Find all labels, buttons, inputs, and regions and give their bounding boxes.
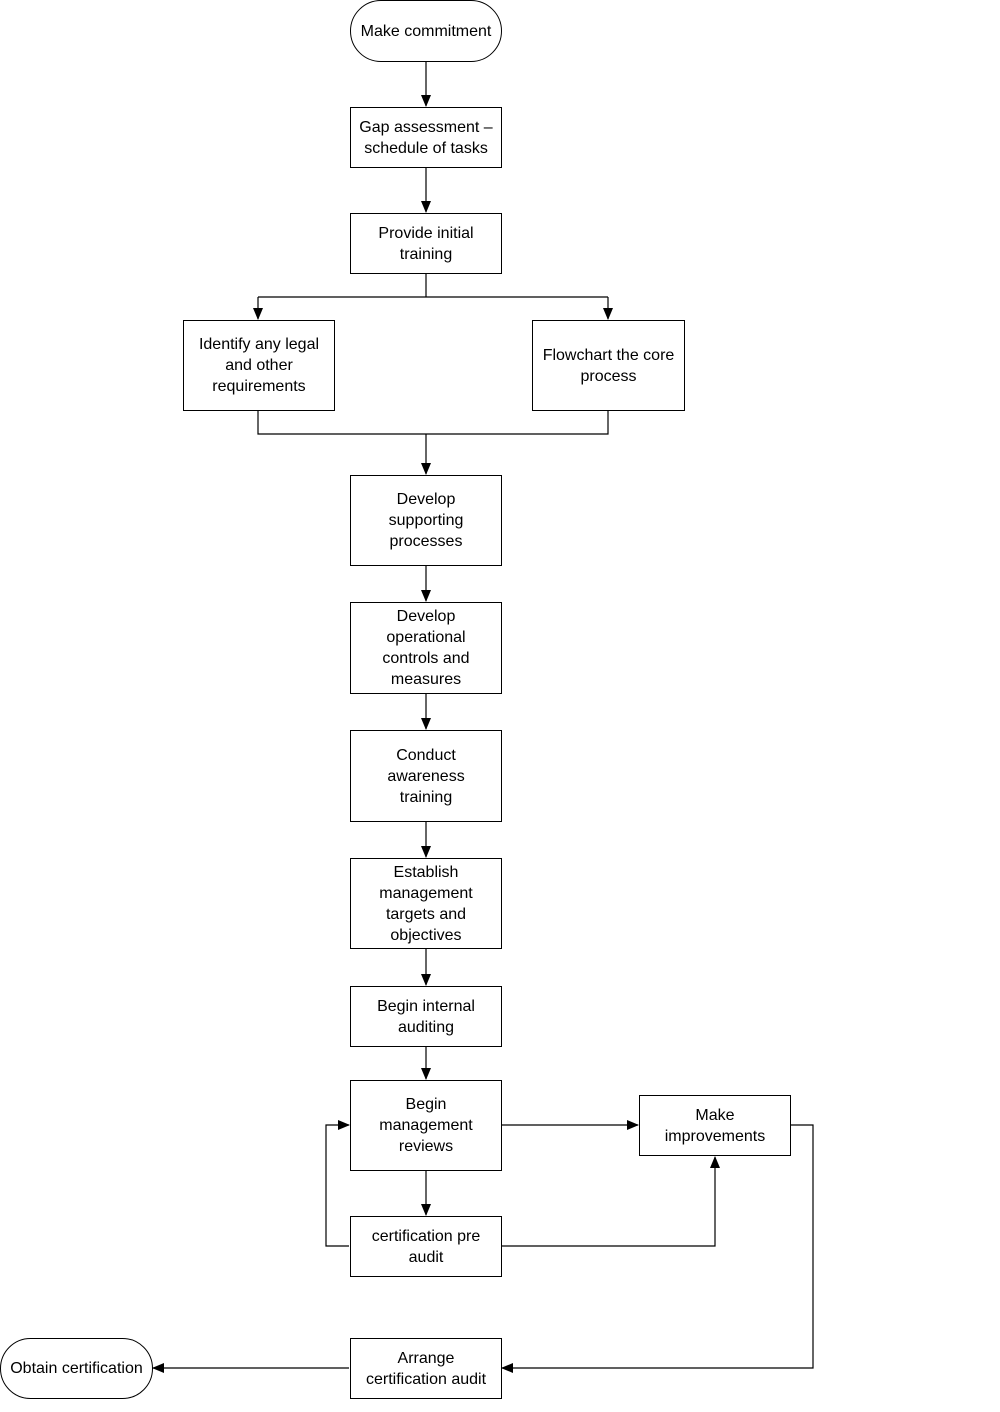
node-obtain-certification: Obtain certification bbox=[0, 1338, 153, 1399]
node-identify-legal-requirements: Identify any legal and other requirement… bbox=[183, 320, 335, 411]
arrow-preaudit-to-improvements bbox=[502, 1156, 720, 1247]
node-conduct-awareness-training: Conduct awareness training bbox=[350, 730, 502, 822]
node-certification-pre-audit: certification pre audit bbox=[350, 1216, 502, 1277]
node-establish-management-targets: Establish management targets and objecti… bbox=[350, 858, 502, 949]
node-make-commitment: Make commitment bbox=[350, 0, 502, 62]
arrow-preaudit-to-reviews bbox=[325, 1120, 350, 1247]
arrow-improvements-to-certaudit bbox=[501, 1124, 814, 1373]
node-make-improvements: Make improvements bbox=[639, 1095, 791, 1156]
node-flowchart-core-process: Flowchart the core process bbox=[532, 320, 685, 411]
connector-merge bbox=[257, 411, 609, 435]
node-provide-initial-training: Provide initial training bbox=[350, 213, 502, 274]
node-gap-assessment: Gap assessment – schedule of tasks bbox=[350, 107, 502, 168]
node-arrange-certification-audit: Arrange certification audit bbox=[350, 1338, 502, 1399]
node-begin-management-reviews: Begin management reviews bbox=[350, 1080, 502, 1171]
node-develop-supporting-processes: Develop supporting processes bbox=[350, 475, 502, 566]
node-begin-internal-auditing: Begin internal auditing bbox=[350, 986, 502, 1047]
node-develop-operational-controls: Develop operational controls and measure… bbox=[350, 602, 502, 694]
